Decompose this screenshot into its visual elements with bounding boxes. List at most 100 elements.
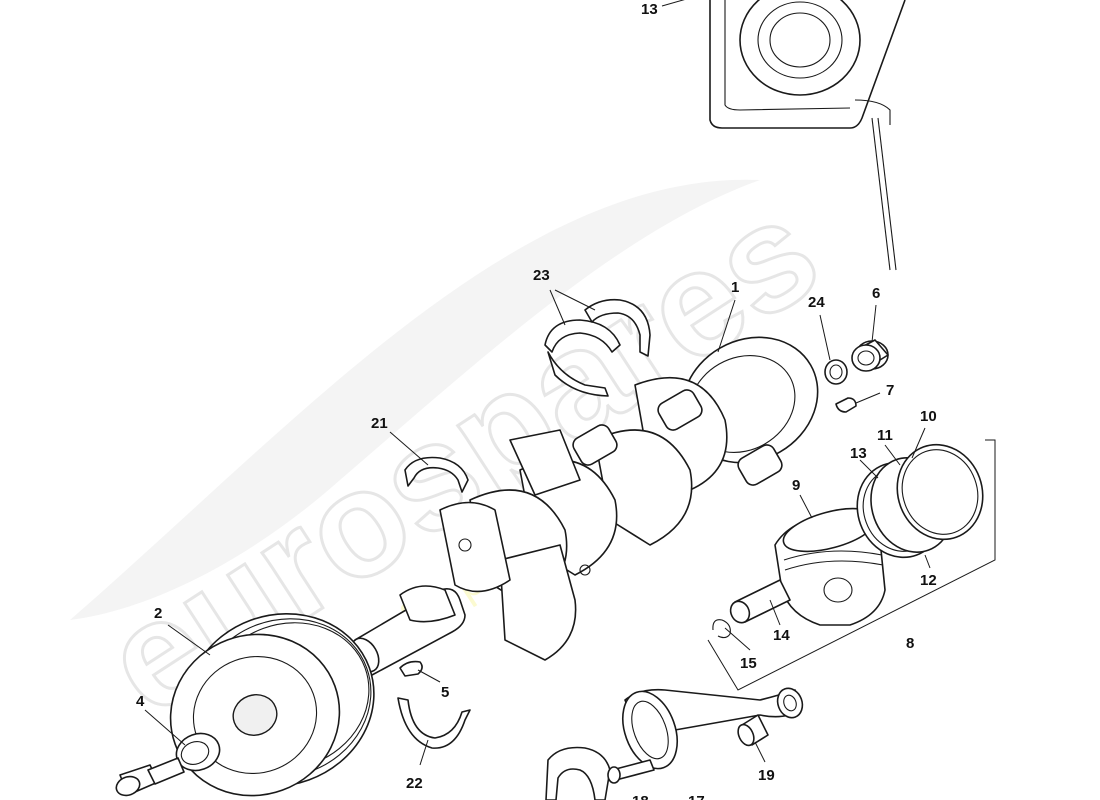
conrod-big-end: [622, 690, 678, 770]
conrod-small-end-bore: [783, 694, 797, 712]
leader-13-top: [661, 0, 685, 7]
piston-ring-groove-1: [783, 550, 883, 561]
pulley-bolt: [115, 757, 185, 797]
leader-7: [855, 392, 881, 404]
conrod-big-end-bore: [631, 700, 669, 760]
piston-ring-top: [896, 443, 984, 541]
leader-22: [419, 739, 429, 766]
callout-14: 14: [773, 627, 790, 644]
guide-line-6b: [877, 117, 897, 271]
spigot-ring-inner: [829, 364, 843, 380]
crankshaft: [350, 336, 819, 678]
leader-19: [754, 741, 766, 763]
spigot-ring: [824, 359, 848, 385]
leader-23a: [554, 289, 596, 311]
main-bearing-shell-lower: [397, 697, 471, 749]
main-journal-2: [657, 389, 703, 431]
leader-13: [859, 459, 879, 479]
pilot-bearing-front: [851, 344, 881, 372]
counterweight-5: [499, 544, 577, 661]
main-bearing-bore-inner: [757, 1, 843, 79]
leader-lines: [144, 0, 931, 766]
leader-11: [884, 444, 901, 466]
bolt-washer: [115, 775, 141, 797]
engine-block-inner: [724, 0, 851, 111]
dowel-pin: [835, 397, 857, 413]
leader-5: [417, 669, 441, 683]
leader-1: [717, 299, 736, 353]
engine-block-section: [709, 0, 906, 271]
conrod-bolt: [607, 759, 655, 784]
bearing-shell-21: [404, 456, 469, 493]
piston-ring-groove-2: [784, 560, 884, 571]
connecting-rod: [622, 687, 804, 770]
piston-assembly-bracket: [707, 439, 996, 691]
main-journal-1: [572, 424, 618, 466]
leader-9: [799, 494, 813, 519]
watermark-swoosh: [70, 179, 760, 620]
main-bearing-bore: [739, 0, 861, 96]
callout-6: 6: [872, 285, 880, 302]
leader-23b: [549, 289, 566, 326]
spacer-ring-inner: [180, 741, 210, 765]
callout-2: 2: [154, 605, 162, 622]
leader-15: [724, 627, 751, 651]
pilot-bearing: [851, 339, 889, 372]
conrod-small-end: [776, 687, 804, 719]
spigot-ring-outer: [824, 359, 848, 385]
oil-hole-1: [458, 538, 472, 552]
piston-rings: [856, 443, 984, 559]
thrust-washers: [544, 298, 651, 397]
callout-23: 23: [533, 267, 550, 284]
crankpin: [737, 444, 783, 486]
piston-ring-top-inner: [901, 449, 979, 535]
counterweight-2: [594, 429, 693, 546]
leader-24: [819, 314, 831, 361]
guide-line-6: [871, 117, 891, 271]
bush-end: [737, 723, 755, 747]
callout-labels: 13 1 23 24 6 7 10 11 13 9 12 14 8 15 21 …: [136, 1, 937, 800]
main-bearing-shell-upper: [404, 456, 469, 493]
leader-2: [167, 624, 211, 656]
callout-12: 12: [920, 572, 937, 589]
leader-21: [389, 431, 429, 466]
leader-12: [924, 554, 931, 569]
circlip: [712, 619, 731, 639]
piston-pin-boss: [823, 577, 853, 603]
thrust-washer-front: [544, 319, 621, 353]
callout-15: 15: [740, 655, 757, 672]
piston: [774, 507, 886, 626]
crank-web-1: [509, 429, 581, 496]
oil-hole-2: [579, 564, 591, 576]
callout-13: 13: [850, 445, 867, 462]
callout-22: 22: [406, 775, 423, 792]
leader-10: [911, 427, 926, 459]
callout-13-top: 13: [641, 1, 658, 18]
callout-1: 1: [731, 279, 739, 296]
callout-5: 5: [441, 684, 449, 701]
callout-18: 18: [632, 793, 649, 800]
thrust-washer-front-tail: [547, 351, 609, 397]
callout-10: 10: [920, 408, 937, 425]
conrod-bolt-head: [607, 766, 621, 784]
pilot-bearing-bore: [857, 350, 875, 366]
leader-14: [769, 599, 781, 626]
main-bearing-bore-core: [769, 12, 831, 68]
leader-4: [144, 709, 186, 746]
pulley-spacer: [175, 732, 221, 772]
gudgeon-pin: [729, 579, 791, 624]
callout-17: 17: [688, 793, 705, 800]
callout-9: 9: [792, 477, 800, 494]
callout-24: 24: [808, 294, 825, 311]
woodruff-key: [399, 660, 423, 677]
crankshaft-gear: [399, 585, 456, 623]
conrod-bearing-shell: [545, 746, 611, 800]
callout-11: 11: [877, 427, 893, 444]
bolt-shank: [147, 757, 185, 785]
dipstick-tube-top: [854, 99, 891, 125]
callout-8: 8: [906, 635, 914, 652]
callout-4: 4: [136, 693, 145, 710]
crank-web-2: [439, 501, 511, 593]
